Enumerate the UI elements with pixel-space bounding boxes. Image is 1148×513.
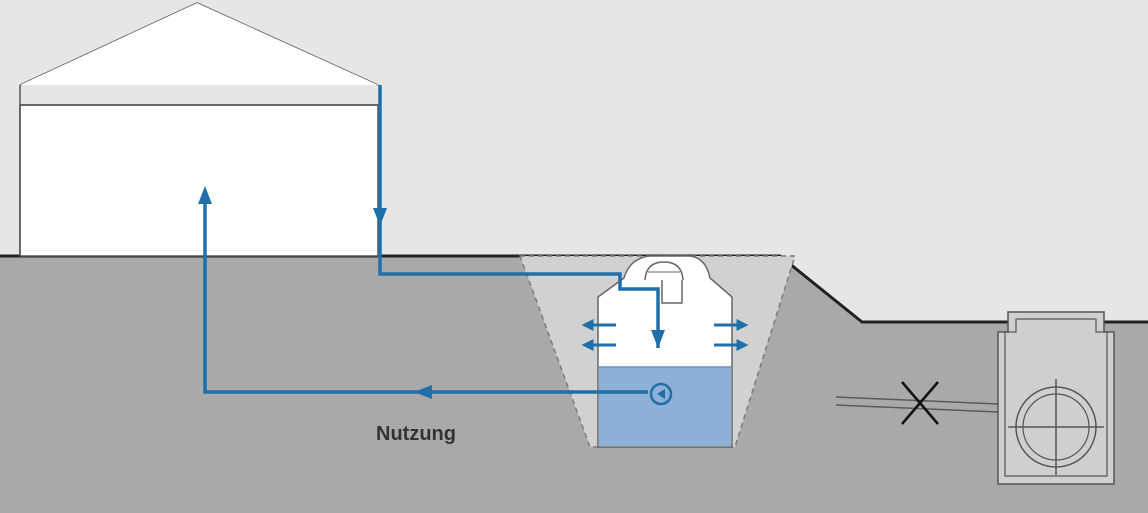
house-gable: [20, 3, 378, 85]
supply-pipe: [203, 194, 648, 394]
stored-water: [599, 367, 731, 446]
supply-up-arrow-icon: [198, 186, 212, 204]
ground-surface-line: [0, 254, 1148, 324]
usage-label: Nutzung: [376, 423, 456, 445]
inflow-pipe: [378, 85, 660, 348]
inflow-arrow-icon: [373, 208, 387, 226]
sewer-manhole: [997, 311, 1115, 485]
overflow-arrows: [581, 319, 749, 351]
filter-dome: [644, 261, 684, 281]
tank-inflow-arrow-icon: [651, 330, 665, 348]
supply-left-arrow-icon: [414, 385, 432, 399]
cistern-tank: [597, 255, 733, 448]
house-body: [19, 104, 379, 257]
sewer-pipe: [835, 381, 999, 425]
house: [19, 2, 379, 257]
pump-icon: [649, 382, 673, 406]
